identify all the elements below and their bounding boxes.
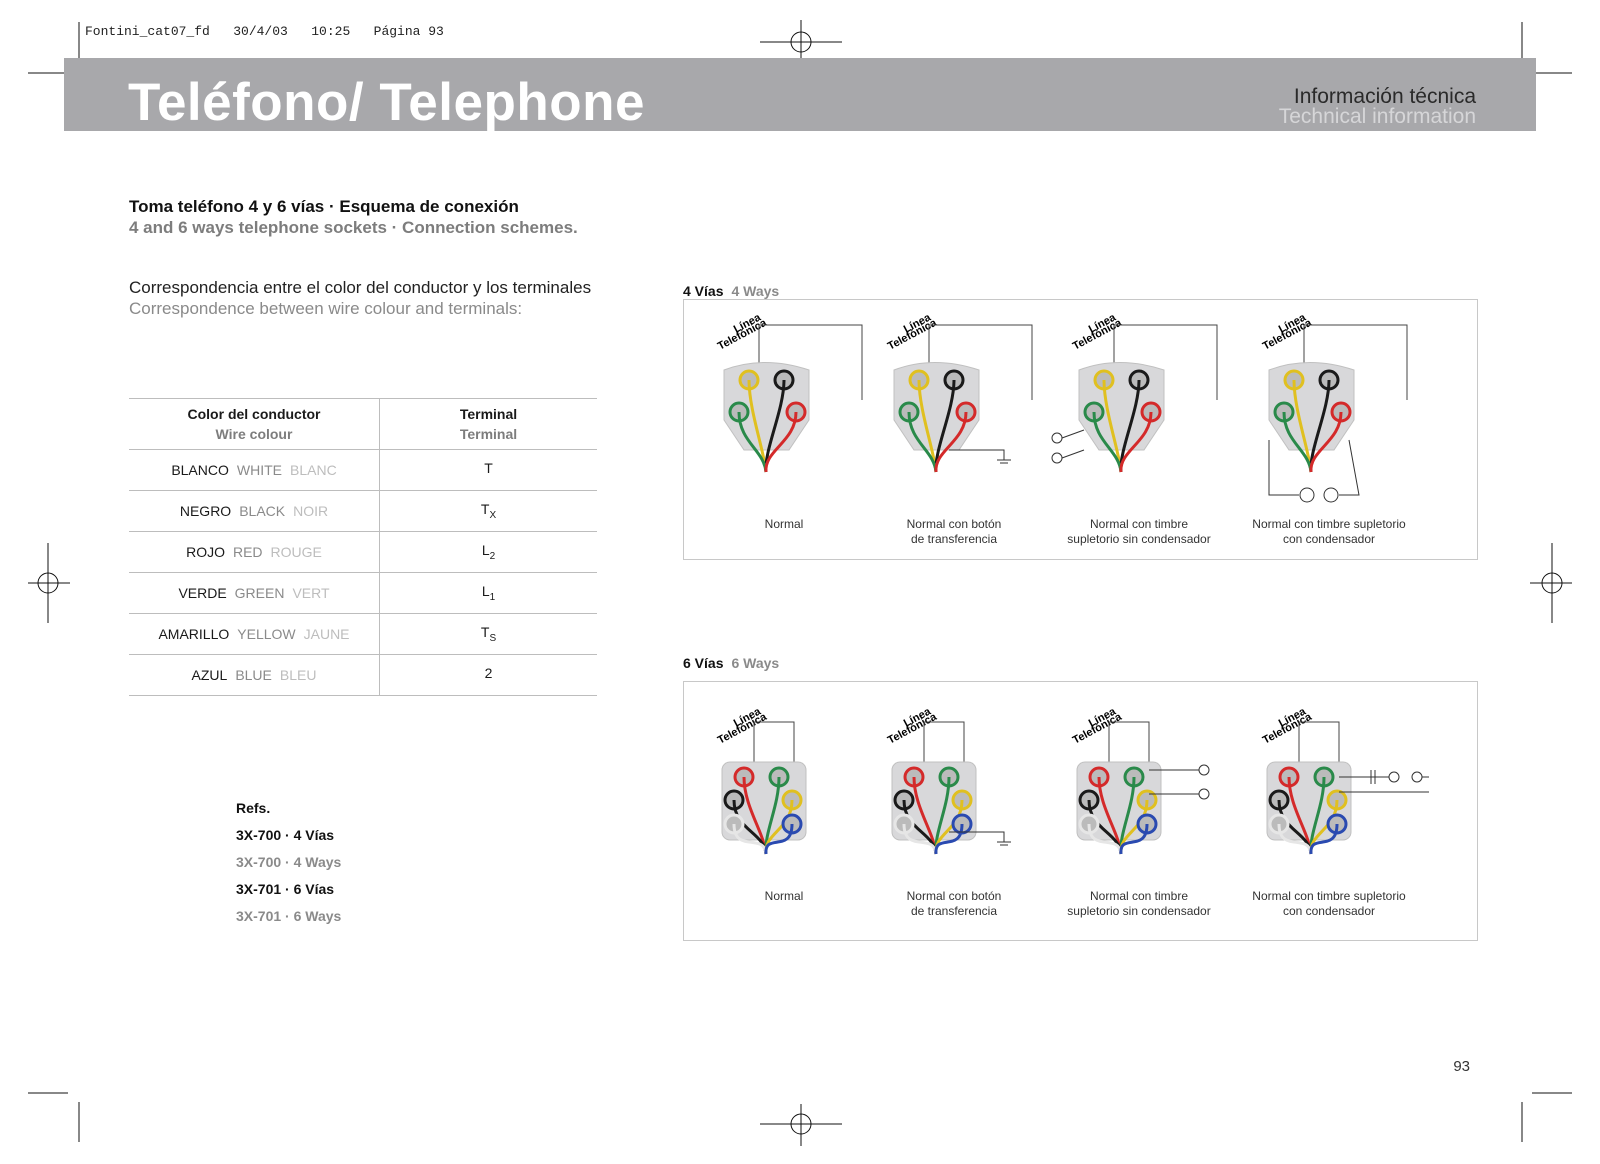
header-band [64, 58, 1536, 131]
terminal-cell: T [379, 449, 597, 491]
refs-label: Refs. [236, 800, 271, 816]
ref-701-es: 3X-701 · 6 Vías [236, 881, 335, 897]
ref-701-en: 3X-701 · 6 Ways [236, 908, 342, 924]
terminal-cell: L1 [379, 572, 597, 614]
registration-right [1530, 543, 1572, 623]
table-header-row: Color del conductor Wire colour Terminal… [129, 398, 597, 450]
print-slug: Fontini_cat07_fd 30/4/03 10:25 Página 93 [85, 24, 444, 39]
terminal-cell: TS [379, 613, 597, 655]
ref-700-es: 3X-700 · 4 Vías [236, 827, 335, 843]
page-title: Teléfono/ Telephone [128, 73, 645, 132]
diagram-caption: Normal [764, 889, 804, 903]
heading-en: 4 and 6 ways telephone sockets · Connect… [129, 218, 578, 237]
col-header-terminal: Terminal Terminal [379, 398, 597, 450]
col-header-color: Color del conductor Wire colour [129, 398, 380, 450]
terminal-cell: L2 [379, 531, 597, 573]
ref-700-en: 3X-700 · 4 Ways [236, 854, 342, 870]
diagram-caption: Normal [764, 517, 804, 531]
registration-bottom [760, 1104, 842, 1146]
section-label-es: Información técnica [1293, 85, 1476, 108]
terminal-cell: TX [379, 490, 597, 532]
correspondence-es: Correspondencia entre el color del condu… [129, 278, 592, 297]
wire-color-table: Color del conductor Wire colour Terminal… [129, 398, 597, 696]
page-number: 93 [1453, 1058, 1470, 1075]
registration-left [28, 543, 70, 623]
section-label-en: Technical information [1278, 105, 1476, 128]
heading-es: Toma teléfono 4 y 6 vías · Esquema de co… [129, 197, 519, 216]
registration-top [760, 20, 842, 62]
terminal-cell: 2 [379, 654, 597, 696]
correspondence-en: Correspondence between wire colour and t… [129, 299, 523, 318]
